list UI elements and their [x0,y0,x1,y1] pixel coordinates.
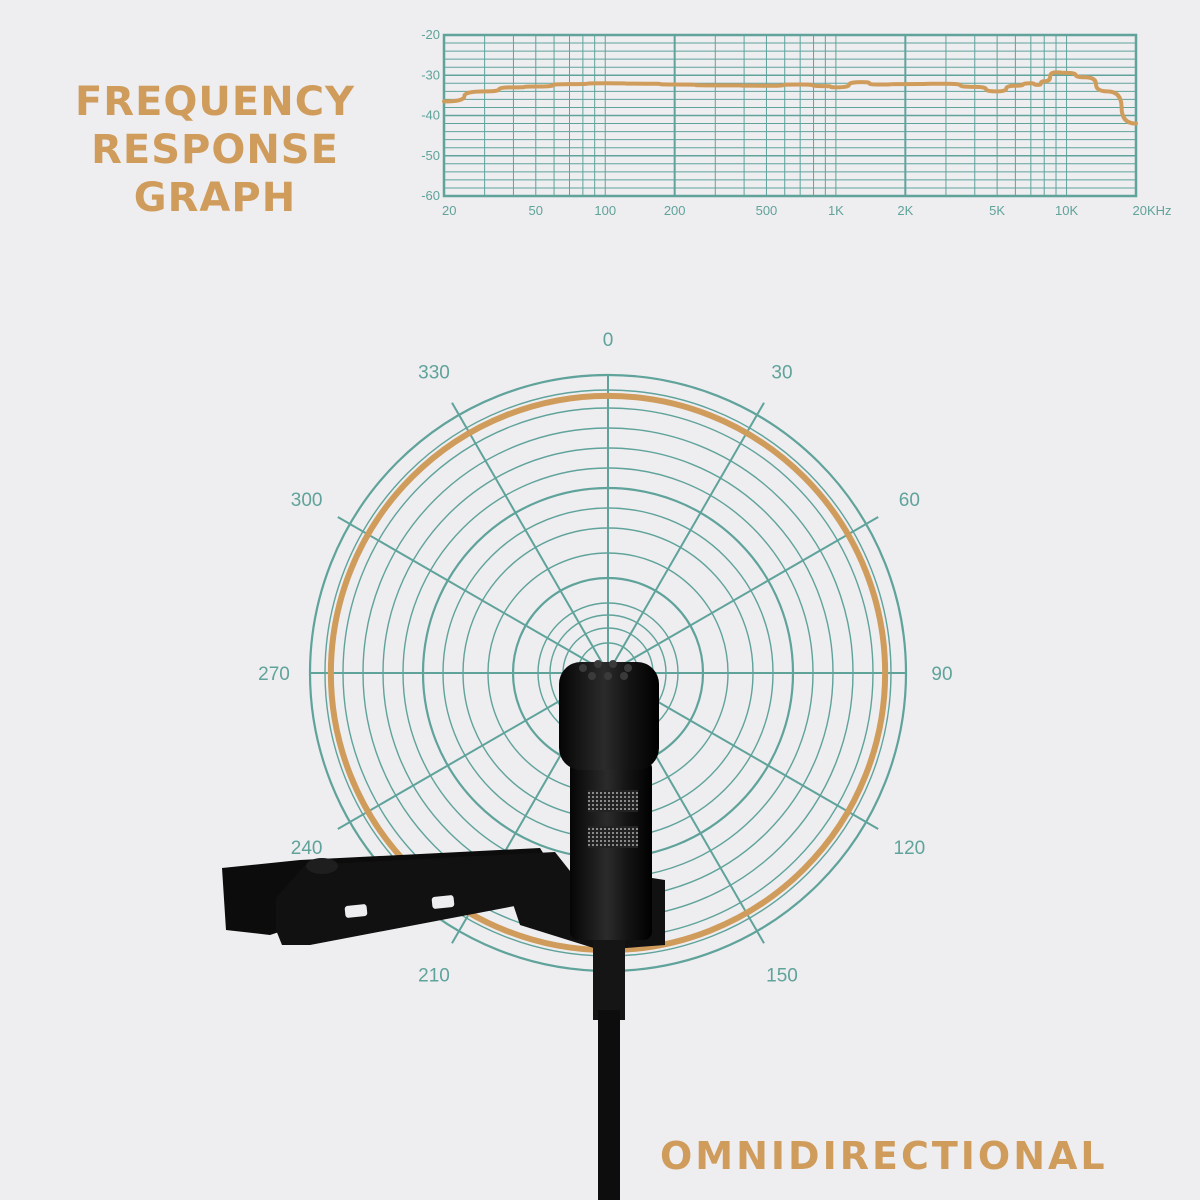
angle-label: 150 [766,965,798,986]
x-tick-label: 500 [756,203,778,218]
mic-vent-holes [579,660,632,680]
angle-label: 30 [771,363,792,384]
x-tick-label: 5K [989,203,1005,218]
x-tick-label: 200 [664,203,686,218]
frequency-title-line2: RESPONSE GRAPH [91,127,339,221]
x-tick-label: 10K [1055,203,1078,218]
angle-label: 210 [418,965,450,986]
x-tick-label: 20KHz [1132,203,1171,218]
angle-label: 270 [258,664,290,685]
y-tick-label: -50 [421,148,440,163]
frequency-response-title: FREQUENCY RESPONSE GRAPH [10,78,420,222]
y-tick-label: -30 [421,67,440,82]
angle-label: 240 [291,838,323,859]
x-tick-label: 20 [442,203,456,218]
x-tick-label: 1K [828,203,844,218]
y-tick-label: -20 [421,27,440,42]
angle-label: 330 [418,363,450,384]
angle-label: 60 [899,490,920,511]
response-curve [442,70,1138,126]
y-tick-label: -60 [421,188,440,203]
frequency-title-line1: FREQUENCY [74,79,356,125]
angle-label: 90 [931,664,952,685]
x-tick-label: 2K [897,203,913,218]
y-tick-label: -40 [421,108,440,123]
x-tick-label: 100 [594,203,616,218]
omnidirectional-title: OMNIDIRECTIONAL [660,1134,1108,1178]
mic-body [559,660,659,1200]
x-tick-label: 50 [529,203,543,218]
angle-label: 120 [894,838,926,859]
angle-label: 0 [603,330,614,351]
angle-label: 300 [291,490,323,511]
